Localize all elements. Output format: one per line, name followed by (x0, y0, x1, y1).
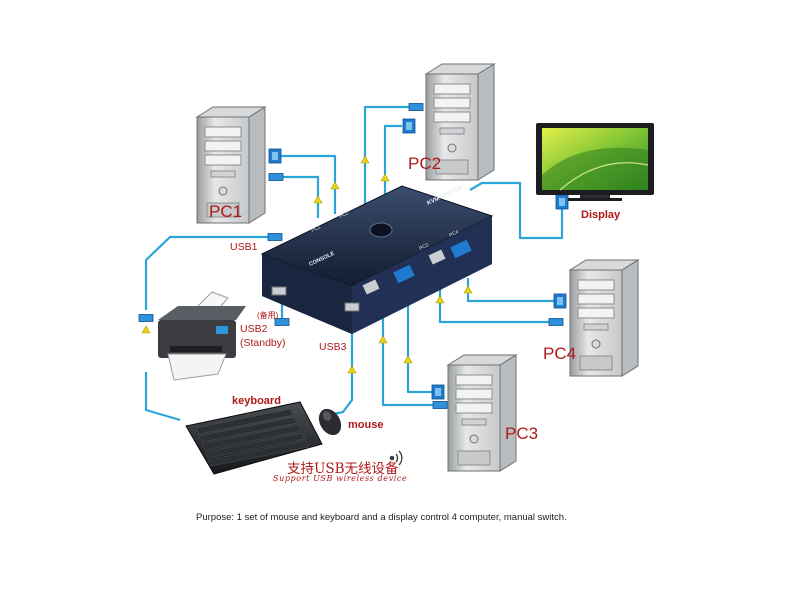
label-mouse: mouse (348, 419, 384, 431)
kvm-switch-icon: PC1 PC2 PC3 PC4 KVM SWITCH CONSOLE (260, 185, 494, 334)
cable-usb3 (333, 314, 354, 416)
label-wireless-en: Support USB wireless device (273, 474, 408, 483)
kvm-port-label-3: PC3 (418, 242, 430, 252)
label-display: Display (581, 209, 621, 221)
monitor-icon (536, 123, 654, 201)
pc4-tower-icon (569, 259, 639, 377)
cable-printer-keyboard (144, 372, 181, 422)
wireless-icon (389, 450, 403, 466)
cable-display (469, 181, 564, 240)
pc3-tower-icon (447, 354, 517, 472)
label-usb3: USB3 (319, 341, 347, 353)
label-pc1: PC1 (209, 202, 243, 221)
cable-pc3-vga (406, 300, 434, 394)
kvm-port-label-2: PC2 (338, 210, 350, 220)
mouse-icon (318, 408, 342, 436)
cable-pc4-usb (438, 282, 552, 324)
cable-usb1 (144, 235, 278, 310)
cable-pc1-usb (272, 175, 320, 218)
keyboard-icon (185, 401, 323, 475)
label-usb2-cn: (备用) (257, 311, 279, 320)
cable-pc2-usb (363, 105, 412, 212)
kvm-port-label-4: PC4 (448, 229, 460, 239)
label-usb1: USB1 (230, 241, 258, 253)
label-wireless-cn: 支持USB无线设备 (287, 461, 399, 477)
label-pc4: PC4 (543, 344, 577, 363)
caption-purpose: Purpose: 1 set of mouse and keyboard and… (196, 512, 567, 523)
label-pc2: PC2 (408, 154, 442, 173)
printer-icon (158, 291, 246, 381)
cable-pc4-vga (466, 278, 556, 303)
kvm-port-label-1: PC1 (310, 224, 322, 234)
label-usb2-standby: (Standby) (240, 337, 286, 349)
label-usb2: USB2 (240, 323, 268, 335)
label-pc3: PC3 (505, 424, 539, 443)
cable-pc1-vga (272, 154, 337, 214)
label-keyboard: keyboard (232, 395, 281, 407)
